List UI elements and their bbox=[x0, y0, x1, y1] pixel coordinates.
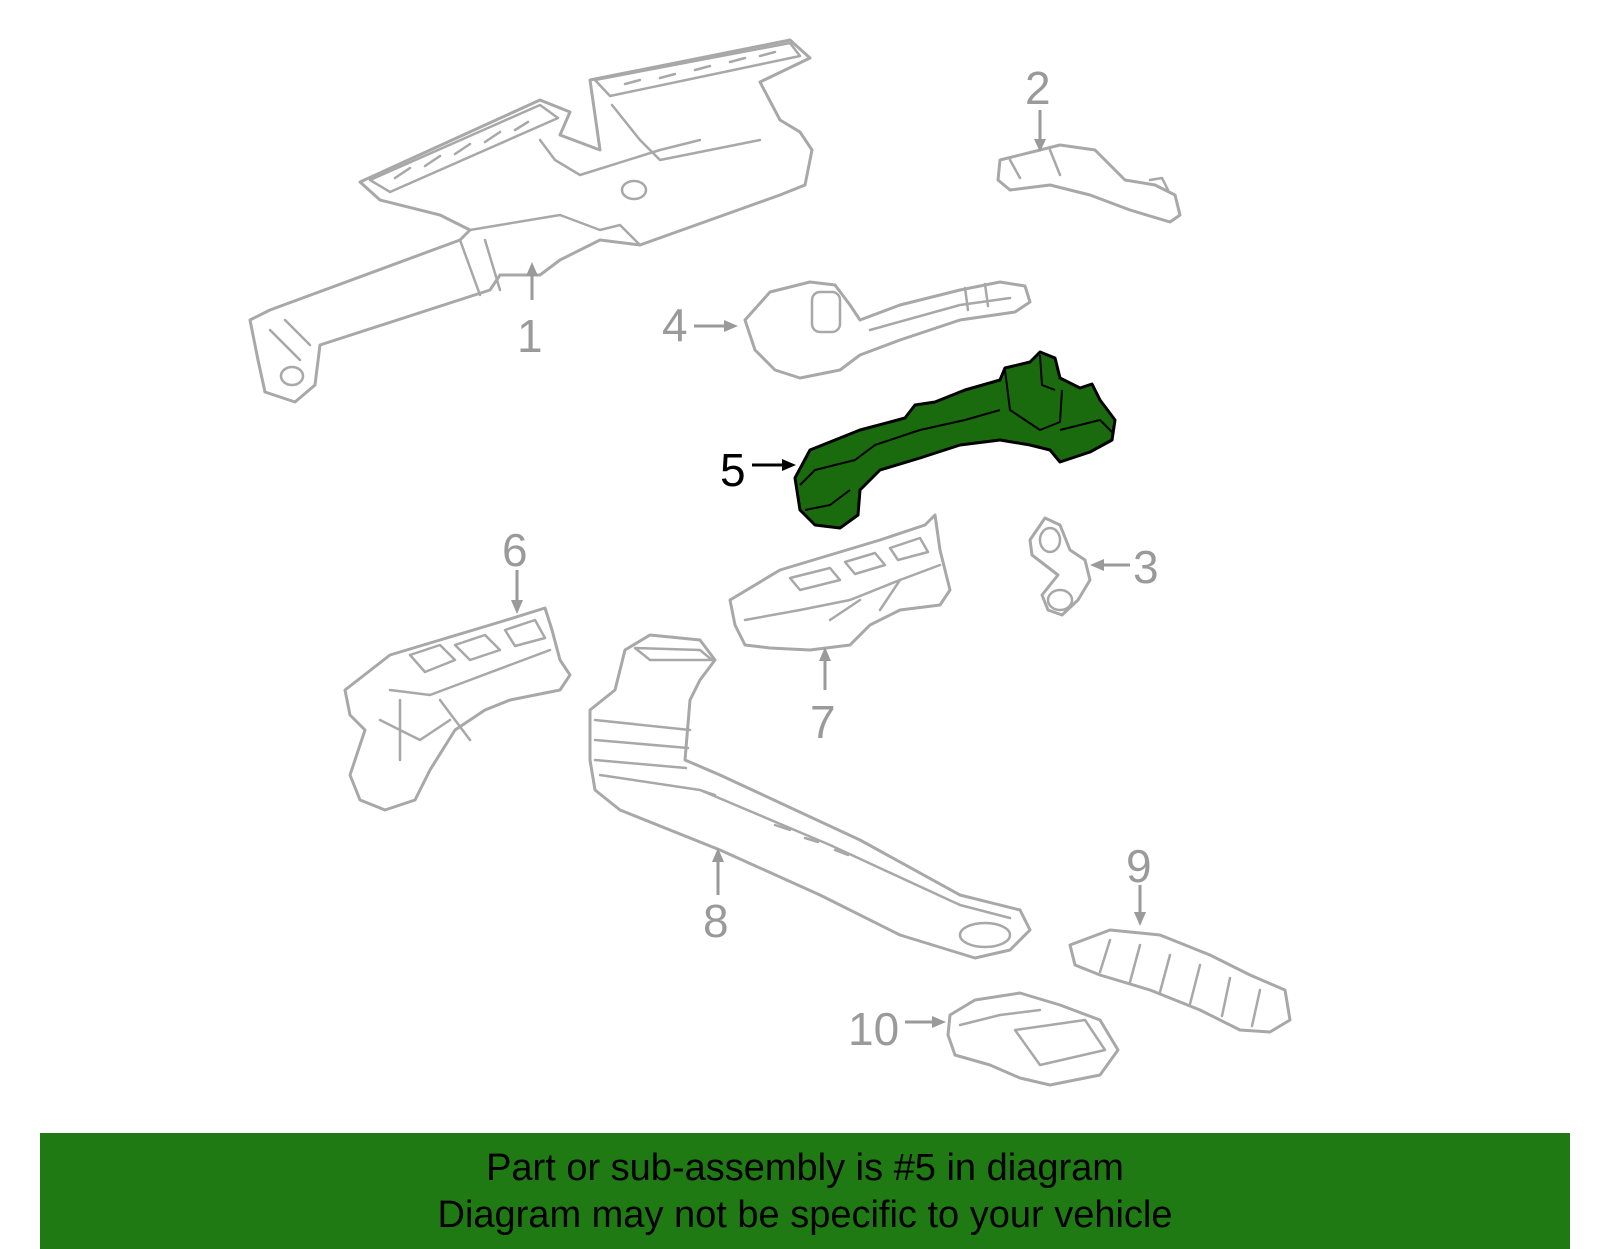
callout-6[interactable]: 6 bbox=[502, 524, 528, 576]
arrowhead-8 bbox=[712, 848, 724, 862]
callout-1[interactable]: 1 bbox=[517, 310, 543, 362]
arrowhead-7 bbox=[819, 647, 831, 661]
part-10-drawing[interactable] bbox=[946, 991, 1120, 1087]
arrowhead-3 bbox=[1090, 559, 1104, 571]
callout-5[interactable]: 5 bbox=[720, 444, 746, 496]
arrowhead-1 bbox=[526, 262, 538, 276]
callout-4[interactable]: 4 bbox=[662, 299, 688, 351]
part-9-drawing[interactable] bbox=[1068, 928, 1292, 1034]
part-3-drawing[interactable] bbox=[1028, 516, 1092, 617]
callout-8[interactable]: 8 bbox=[703, 895, 729, 947]
part-4-drawing[interactable] bbox=[743, 280, 1032, 380]
part-8-drawing[interactable] bbox=[588, 633, 1032, 960]
arrowhead-4 bbox=[724, 320, 738, 332]
arrowhead-6 bbox=[511, 600, 523, 614]
arrowhead-5 bbox=[782, 459, 796, 471]
callout-3[interactable]: 3 bbox=[1133, 541, 1159, 593]
part-5-drawing[interactable] bbox=[793, 350, 1117, 530]
callout-9[interactable]: 9 bbox=[1126, 840, 1152, 892]
callout-7[interactable]: 7 bbox=[810, 696, 836, 748]
banner-line-disclaimer: Diagram may not be specific to your vehi… bbox=[437, 1194, 1173, 1236]
part-1-drawing[interactable] bbox=[248, 38, 814, 404]
arrowhead-2 bbox=[1034, 139, 1046, 152]
callout-2[interactable]: 2 bbox=[1025, 62, 1051, 114]
part-6-drawing[interactable] bbox=[343, 606, 572, 812]
info-banner: Part or sub-assembly is #5 in diagram Di… bbox=[40, 1133, 1570, 1249]
part-7-drawing[interactable] bbox=[728, 513, 952, 652]
arrowhead-9 bbox=[1134, 912, 1146, 926]
callout-10[interactable]: 10 bbox=[848, 1003, 899, 1055]
part-2-drawing[interactable] bbox=[996, 143, 1182, 224]
banner-line-part: Part or sub-assembly is #5 in diagram bbox=[486, 1147, 1124, 1189]
arrowhead-10 bbox=[932, 1016, 946, 1028]
parts-diagram: 1 2 4 5 3 6 bbox=[248, 38, 1292, 1087]
